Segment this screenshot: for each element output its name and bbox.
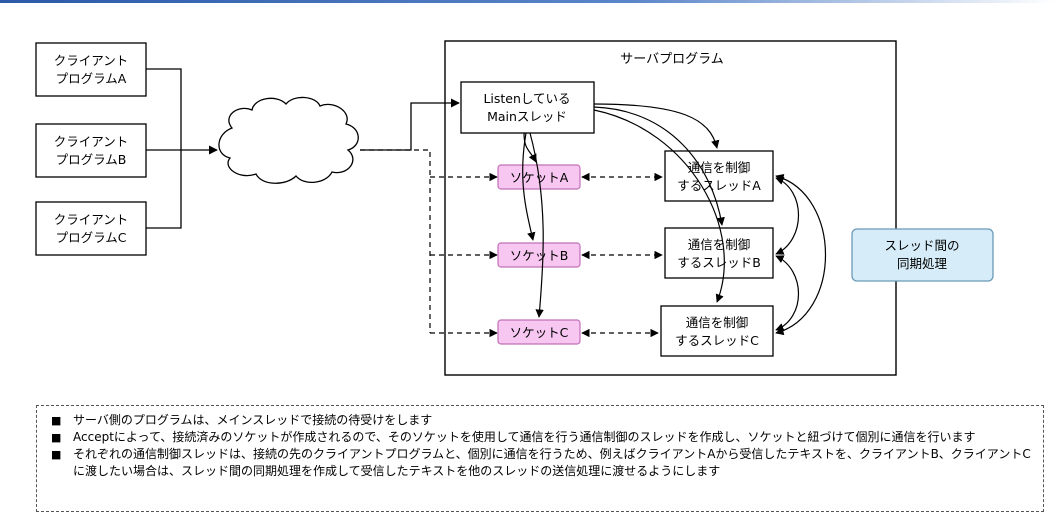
main-to-thread-arrows	[593, 103, 725, 303]
main-thread-line1: Listenしている	[483, 91, 570, 106]
main-thread-box: Listenしている Mainスレッド	[460, 81, 595, 134]
client-box-a: クライアント プログラムA	[35, 42, 147, 97]
socket-box-c: ソケットC	[497, 319, 581, 345]
client-b-line1: クライアント	[54, 134, 129, 149]
top-accent-bar	[0, 0, 1056, 3]
socket-c-label: ソケットC	[510, 325, 569, 340]
socket-box-b: ソケットB	[497, 242, 581, 268]
comm-thread-box-c: 通信を制御 するスレッドC	[660, 305, 774, 357]
client-box-b: クライアント プログラムB	[35, 123, 147, 178]
thread-sync-box: スレッド間の 同期処理	[851, 228, 994, 282]
bullet-square-icon: ■	[51, 414, 62, 427]
main-thread-line2: Mainスレッド	[487, 109, 567, 124]
cloud-to-main-line	[360, 98, 460, 151]
client-a-line1: クライアント	[54, 53, 129, 68]
server-program-title: サーバプログラム	[620, 52, 723, 67]
socket-b-label: ソケットB	[510, 248, 569, 263]
note-text-1: サーバ側のプログラムは、メインスレッドで接続の待受けをします	[73, 413, 433, 427]
socket-thread-links	[581, 172, 663, 338]
notes-box: ■ サーバ側のプログラムは、メインスレッドで接続の待受けをします ■ Accep…	[36, 405, 1044, 512]
client-c-line2: プログラムC	[56, 230, 127, 245]
note-text-3: それぞれの通信制御スレッドは、接続の先のクライアントプログラムと、個別に通信を行…	[73, 447, 1031, 478]
thread-sync-arrows	[775, 174, 826, 336]
client-c-line1: クライアント	[54, 212, 129, 227]
comm-thread-b-line2: するスレッドB	[677, 255, 761, 270]
client-connection-lines	[146, 68, 218, 229]
comm-thread-b-line1: 通信を制御	[688, 237, 751, 252]
bullet-square-icon: ■	[51, 431, 62, 444]
network-cloud-icon	[218, 96, 359, 184]
note-item: ■ サーバ側のプログラムは、メインスレッドで接続の待受けをします	[51, 412, 1033, 429]
comm-thread-a-line2: するスレッドA	[677, 178, 761, 193]
server-architecture-diagram: クライアント プログラムA クライアント プログラムB クライアント プログラム…	[35, 40, 994, 376]
client-a-line2: プログラムA	[56, 71, 127, 86]
note-item: ■ Acceptによって、接続済みのソケットが作成されるので、そのソケットを使用…	[51, 429, 1033, 446]
note-item: ■ それぞれの通信制御スレッドは、接続の先のクライアントプログラムと、個別に通信…	[51, 446, 1033, 480]
client-b-line2: プログラムB	[56, 152, 127, 167]
bullet-square-icon: ■	[51, 448, 62, 461]
comm-thread-c-line1: 通信を制御	[686, 315, 749, 330]
comm-thread-box-b: 通信を制御 するスレッドB	[664, 227, 774, 279]
note-text-2: Acceptによって、接続済みのソケットが作成されるので、そのソケットを使用して…	[73, 430, 976, 444]
sync-line1: スレッド間の	[884, 238, 959, 253]
server-program-container	[444, 40, 897, 376]
comm-thread-c-line2: するスレッドC	[675, 333, 759, 348]
sync-line2: 同期処理	[897, 256, 948, 271]
client-box-c: クライアント プログラムC	[35, 201, 147, 256]
dashed-client-socket-lines	[360, 149, 498, 338]
main-to-socket-arrows	[522, 132, 544, 318]
